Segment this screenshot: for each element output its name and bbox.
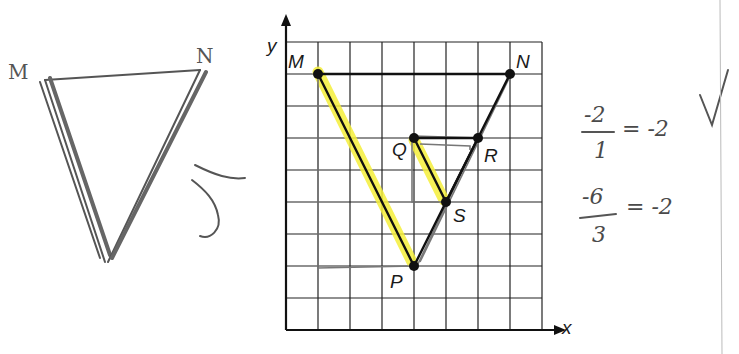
handwritten-note: = -2 bbox=[622, 118, 669, 140]
sketch-label: N bbox=[196, 46, 214, 66]
handwritten-note: = -2 bbox=[626, 196, 673, 218]
triangles bbox=[318, 74, 510, 266]
sketch-label: M bbox=[8, 62, 28, 82]
handwritten-number: -6 bbox=[582, 186, 603, 208]
point-label: P bbox=[390, 272, 403, 291]
handwritten-number: 1 bbox=[594, 140, 608, 162]
axes bbox=[281, 14, 566, 335]
grid bbox=[286, 42, 542, 330]
axis-label: x bbox=[562, 318, 572, 337]
axis-label: y bbox=[267, 36, 277, 55]
point-label: S bbox=[453, 206, 466, 225]
pencil-marks bbox=[318, 72, 512, 268]
point-label: M bbox=[288, 52, 304, 71]
handwritten-number: 3 bbox=[592, 224, 606, 246]
point-label: N bbox=[516, 52, 530, 71]
highlighter bbox=[318, 72, 444, 262]
point-label: Q bbox=[392, 140, 407, 159]
points bbox=[313, 69, 515, 271]
pencil-sketch bbox=[40, 70, 245, 262]
point-label: R bbox=[484, 146, 498, 165]
handwritten-number: -2 bbox=[584, 104, 605, 126]
handwriting-strokes bbox=[580, 0, 728, 354]
